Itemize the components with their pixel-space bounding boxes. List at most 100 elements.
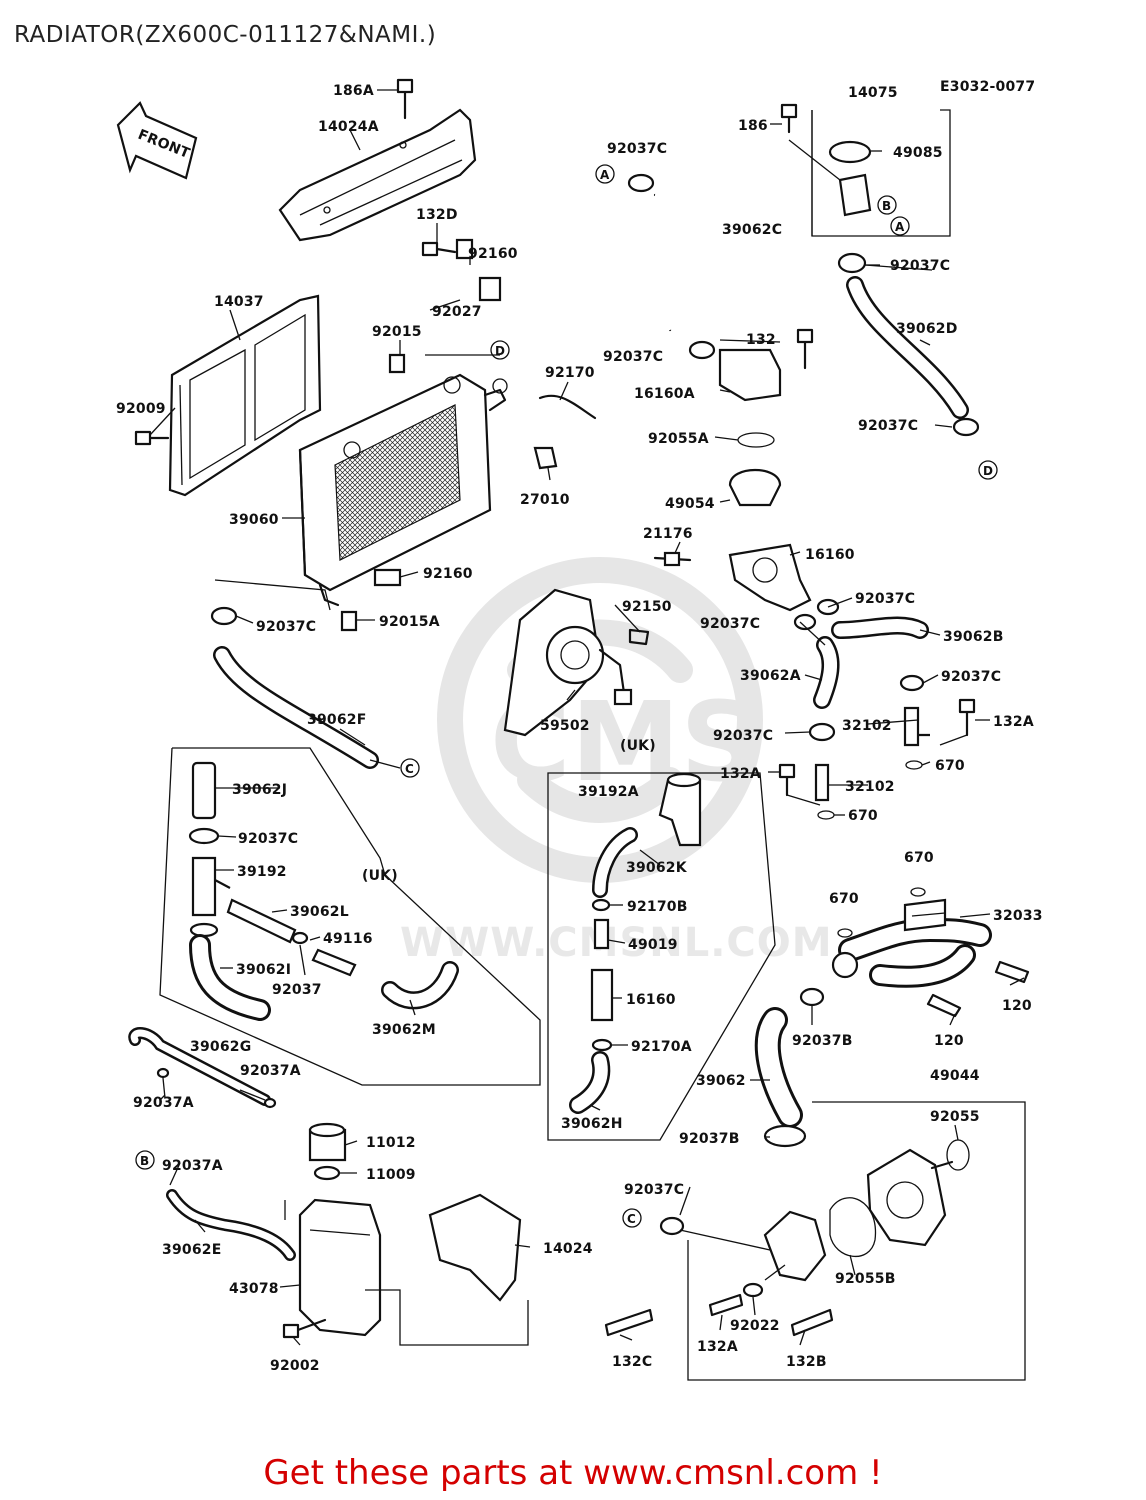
clamp-92037c-32102 xyxy=(808,722,836,742)
drawing-code: E3032-0077 xyxy=(940,79,1035,95)
label-49019: 49019 xyxy=(628,937,678,953)
label-39062l: 39062L xyxy=(290,904,349,920)
clamp-92037c-39062d xyxy=(952,417,980,437)
washer-92022 xyxy=(742,1282,764,1298)
label-16160-uk: 16160 xyxy=(626,992,676,1008)
bolt-132a-lower xyxy=(708,1293,744,1317)
svg-text:C: C xyxy=(405,762,414,776)
clamp-92037b-pump xyxy=(763,1124,807,1148)
svg-text:D: D xyxy=(983,464,993,478)
watermark-text: WWW.CMSNL.COM xyxy=(400,920,833,966)
label-92170b: 92170B xyxy=(627,899,688,915)
part-16160-uk xyxy=(590,968,614,1022)
label-11009: 11009 xyxy=(366,1167,416,1183)
ref-circle-a-upper: A xyxy=(595,164,615,184)
thermostat-housing-16160 xyxy=(728,543,812,612)
bolt-132b xyxy=(790,1308,834,1337)
label-92160-1: 92160 xyxy=(468,246,518,262)
label-132a-2: 132A xyxy=(720,766,761,782)
label-14024: 14024 xyxy=(543,1241,593,1257)
label-92170: 92170 xyxy=(545,365,595,381)
label-32102-1: 32102 xyxy=(842,718,892,734)
grommet-92160-lower xyxy=(373,568,402,587)
label-92150: 92150 xyxy=(622,599,672,615)
label-132c: 132C xyxy=(612,1354,652,1370)
bolt-186a xyxy=(396,78,414,120)
label-27010: 27010 xyxy=(520,492,570,508)
o-ring-670-mid xyxy=(817,810,835,820)
label-49116: 49116 xyxy=(323,931,373,947)
label-59502: 59502 xyxy=(540,718,590,734)
label-92022: 92022 xyxy=(730,1318,780,1334)
label-120-2: 120 xyxy=(934,1033,964,1049)
gasket-92055b xyxy=(829,1197,877,1257)
ref-circle-b-filler: B xyxy=(877,195,897,215)
thermostat-49054 xyxy=(728,468,782,507)
hose-39062c xyxy=(653,190,701,332)
label-39062e: 39062E xyxy=(162,1242,221,1258)
label-39060: 39060 xyxy=(229,512,279,528)
footer-link[interactable]: Get these parts at www.cmsnl.com ! xyxy=(263,1453,883,1493)
label-uk-left: (UK) xyxy=(362,868,398,884)
label-11012: 11012 xyxy=(366,1135,416,1151)
clamp-92037a-right xyxy=(263,1097,277,1109)
label-49085: 49085 xyxy=(893,145,943,161)
label-39062a: 39062A xyxy=(740,668,801,684)
radiator-39060 xyxy=(298,373,492,607)
clamp-92037-39062l xyxy=(291,931,309,945)
label-39062j: 39062J xyxy=(232,782,287,798)
o-ring-670-upper xyxy=(905,760,923,770)
label-92037c-8: 92037C xyxy=(941,669,1001,685)
o-ring-92055 xyxy=(946,1139,970,1171)
bolt-132a-upper xyxy=(958,698,976,737)
clamp-92037c-pump xyxy=(659,1216,685,1236)
bolt-132c xyxy=(604,1308,654,1337)
svg-text:C: C xyxy=(627,1212,636,1226)
label-39062f: 39062F xyxy=(307,712,366,728)
label-39062b: 39062B xyxy=(943,629,1004,645)
clamp-92037a-left xyxy=(156,1067,170,1079)
label-92037a-2: 92037A xyxy=(133,1095,194,1111)
tank-cap-11012 xyxy=(308,1122,347,1162)
label-39062m: 39062M xyxy=(372,1022,436,1038)
svg-text:B: B xyxy=(882,199,891,213)
clamp-92037c-filler xyxy=(837,252,867,274)
page-title: RADIATOR(ZX600C-011127&NAMI.) xyxy=(14,22,437,48)
clamp-92037b-pipe xyxy=(799,987,825,1007)
label-16160: 16160 xyxy=(805,547,855,563)
o-ring-670-b xyxy=(837,928,853,938)
label-14075: 14075 xyxy=(848,85,898,101)
part-labels: 186A 14024A 14075 186 49085 92037C 39062… xyxy=(116,83,1043,1374)
label-92170a: 92170A xyxy=(631,1039,692,1055)
label-92037c-9: 92037C xyxy=(713,728,773,744)
radiator-cover-14024a xyxy=(278,108,477,242)
label-92037c-7: 92037C xyxy=(256,619,316,635)
clamp-92037c-39062f xyxy=(210,606,238,626)
clamp-92037c-39062a xyxy=(899,674,925,692)
label-186: 186 xyxy=(738,118,768,134)
label-39062d: 39062D xyxy=(896,321,958,337)
bolt-120-b xyxy=(926,993,962,1018)
clamp-92037c-39062j xyxy=(188,827,220,845)
label-14024a: 14024A xyxy=(318,119,379,135)
label-670-4: 670 xyxy=(829,891,859,907)
bolt-92002 xyxy=(282,1318,327,1339)
label-92037c-10: 92037C xyxy=(238,831,298,847)
clip-92015a xyxy=(340,610,358,632)
label-92027: 92027 xyxy=(432,304,482,320)
hose-39062d xyxy=(846,276,969,419)
radiator-cap-neck xyxy=(483,378,508,412)
bolt-132 xyxy=(796,328,814,370)
collar-92027 xyxy=(455,238,474,260)
clamp-92170b xyxy=(591,898,611,912)
hose-39062e xyxy=(166,1189,296,1261)
label-92037a-1: 92037A xyxy=(240,1063,301,1079)
tank-cover-14024 xyxy=(428,1193,522,1302)
label-186a: 186A xyxy=(333,83,374,99)
wire-clamp-92170 xyxy=(538,394,597,420)
clamp-92170a xyxy=(591,1038,613,1052)
label-49054: 49054 xyxy=(665,496,715,512)
label-92009: 92009 xyxy=(116,401,166,417)
label-92037c-4: 92037C xyxy=(858,418,918,434)
